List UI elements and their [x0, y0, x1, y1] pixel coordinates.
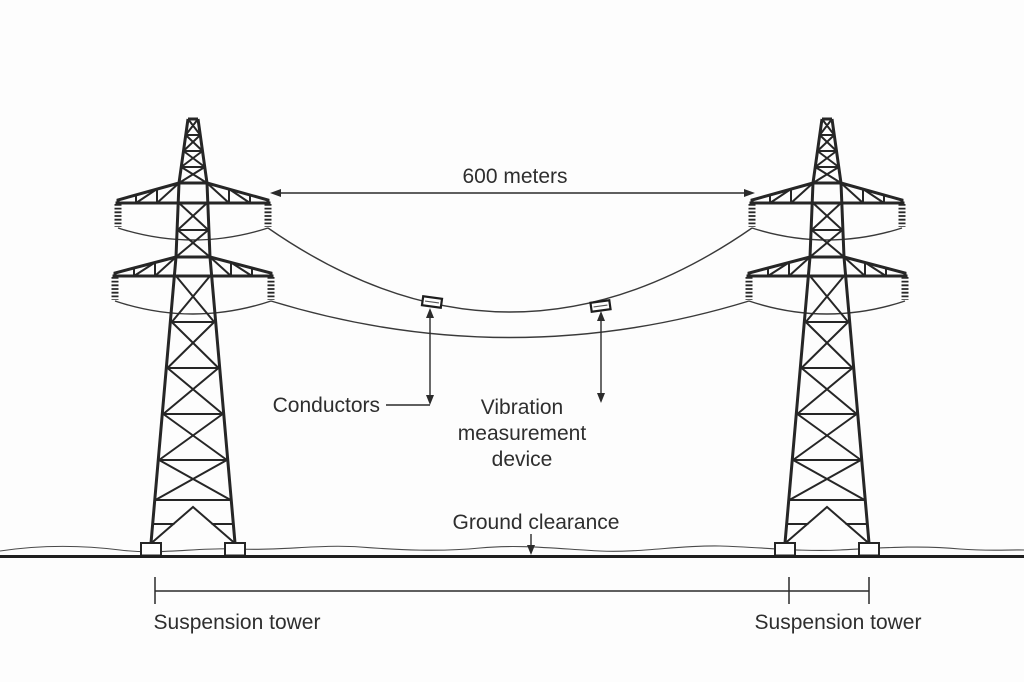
ground-clearance-label: Ground clearance [453, 511, 620, 534]
conductors-pointer-arrow [386, 308, 434, 406]
conductor-curve-right-tower-upper [751, 227, 903, 241]
vibration-device-label-line3: device [492, 448, 553, 471]
suspension-tower-label-left: Suspension tower [154, 611, 321, 634]
ground-clearance-arrow [527, 534, 535, 555]
conductors-label: Conductors [273, 394, 380, 417]
conductor-curve-left-tower-upper [117, 227, 269, 241]
tower-extent-line [154, 577, 870, 604]
suspension-tower-right-graphic [747, 119, 908, 556]
suspension-tower-label-right: Suspension tower [755, 611, 922, 634]
span-conductor-lower [270, 300, 750, 339]
conductor-curve-right-tower-lower [748, 300, 906, 315]
span-dimension-arrow [270, 189, 755, 197]
span-length-label: 600 meters [462, 165, 567, 188]
device-pointer-arrow [597, 311, 605, 403]
vibration-device-label-line2: measurement [458, 422, 587, 445]
vibration-device-right [589, 298, 612, 314]
suspension-tower-left-graphic [113, 119, 274, 556]
span-conductor-upper [267, 227, 753, 313]
vibration-device-label-line1: Vibration [481, 396, 564, 419]
vibration-device-left [420, 294, 444, 310]
conductor-curve-left-tower-lower [114, 300, 272, 315]
